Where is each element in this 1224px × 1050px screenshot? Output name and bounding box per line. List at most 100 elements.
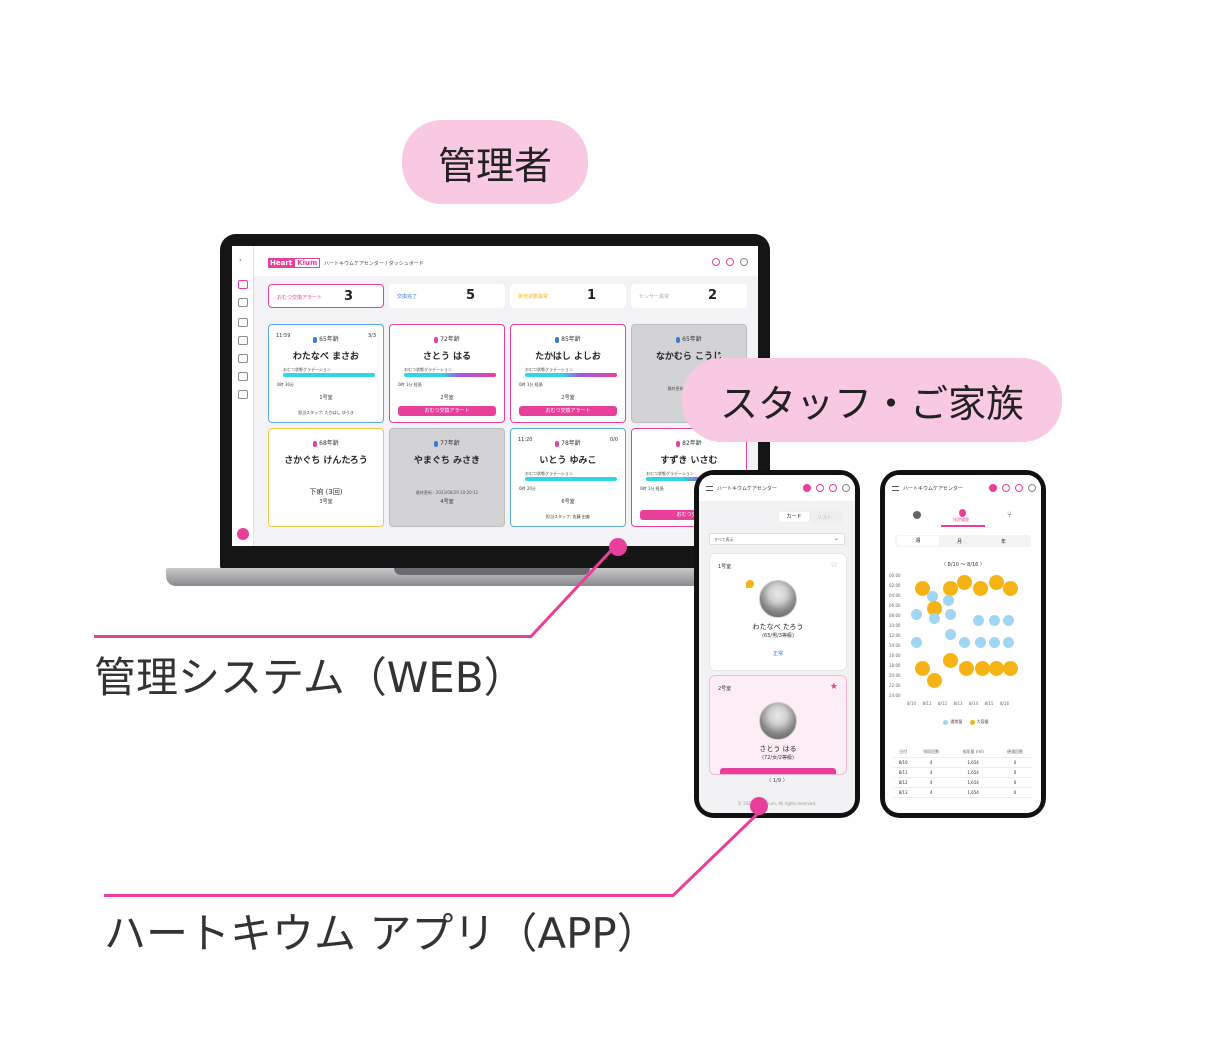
- logo-part1: Heart: [268, 258, 295, 268]
- resident-card[interactable]: 72年齢 さとう はる おむつ状態グラデーション 0時 1分 経過 2号室 おむ…: [389, 324, 505, 423]
- card-gradient-label: おむつ状態グラデーション: [525, 367, 573, 372]
- chart-bubble: [943, 653, 958, 668]
- expand-icon[interactable]: ›: [239, 256, 242, 264]
- table-cell: 0: [997, 767, 1033, 778]
- chart-bubble: [945, 609, 956, 620]
- male-icon: [555, 336, 560, 343]
- list-view-tab[interactable]: リスト: [817, 515, 833, 521]
- table-header: 排尿量 (ml): [949, 747, 998, 758]
- avatar: [759, 580, 797, 618]
- diaper-gradient-bar: [525, 373, 617, 377]
- card-gradient-label: おむつ状態グラデーション: [404, 367, 452, 372]
- table-header: 排尿回数: [913, 747, 950, 758]
- y-tick-label: 10:00: [889, 623, 901, 628]
- filter-select-value: すべて表示: [714, 537, 734, 542]
- resident-card[interactable]: 68年齢 さかぐち けんたろう 下痢 (3回) 3号室: [268, 428, 384, 527]
- alert-icon[interactable]: [726, 258, 734, 266]
- male-icon: [676, 336, 681, 343]
- resident-detail: (72/女/2等級): [762, 755, 794, 761]
- drop-icon[interactable]: [959, 509, 966, 517]
- range-month[interactable]: 月: [957, 539, 963, 545]
- tab-excretion-history[interactable]: 排泄履歴: [953, 517, 969, 522]
- callout-line-web-horizontal: [94, 635, 531, 638]
- info-icon[interactable]: [913, 511, 921, 519]
- user-icon[interactable]: [238, 298, 248, 307]
- range-year[interactable]: 年: [1001, 539, 1007, 545]
- diaper-gradient-bar: [646, 477, 738, 481]
- resident-card[interactable]: 85年齢 たかはし よしお おむつ状態グラデーション 0時 1分 経過 2号室 …: [510, 324, 626, 423]
- card-age-text: 77年齢: [440, 440, 460, 447]
- settings-icon[interactable]: [1028, 484, 1036, 492]
- alert-icon[interactable]: [1015, 484, 1023, 492]
- resident-card[interactable]: 77年齢 やまぐち みさき 最終更新 : 2023/08/29 10:20:12…: [389, 428, 505, 527]
- app-header: ハートキウムケアセンター: [885, 475, 1041, 501]
- star-icon[interactable]: ☆: [829, 560, 838, 570]
- table-cell: 8/13: [893, 787, 914, 798]
- chart-bubble: [989, 661, 1004, 676]
- notification-icon[interactable]: [712, 258, 720, 266]
- phone-card-view: ハートキウムケアセンター カード リスト すべて表示⌄ 1号室 ☆ わたなべ た…: [694, 470, 860, 818]
- range-week[interactable]: 週: [897, 536, 939, 546]
- week-navigator[interactable]: 〈 8/10 ～ 8/16 〉: [941, 562, 985, 568]
- resident-card[interactable]: 11:20 0/0 78年齢 いとう ゆみこ おむつ状態グラデーション 0時 2…: [510, 428, 626, 527]
- resident-card[interactable]: 2号室 ★ さとう はる (72/女/2等級): [709, 675, 847, 775]
- laptop-base: [166, 568, 820, 586]
- card-view-tab[interactable]: カード: [779, 512, 809, 522]
- y-tick-label: 02:00: [889, 583, 901, 588]
- hand-icon[interactable]: [238, 390, 248, 399]
- resident-name: さとう はる: [759, 745, 797, 753]
- card-name: すずき いさむ: [660, 456, 718, 466]
- card-time: 11:20: [518, 437, 533, 443]
- staff-icon[interactable]: [238, 336, 248, 345]
- settings-icon[interactable]: [842, 484, 850, 492]
- stat-label: 排泄状態異常: [518, 294, 549, 300]
- menu-icon[interactable]: [706, 486, 713, 491]
- chart-bubble: [973, 581, 988, 596]
- table-cell: 0: [997, 757, 1033, 768]
- card-age-text: 65年齢: [682, 336, 702, 343]
- diaper-alert-button[interactable]: おむつ交換アラート: [398, 406, 496, 416]
- menu-icon[interactable]: [892, 486, 899, 491]
- card-name: なかむら こうじ: [655, 352, 723, 362]
- stack-icon[interactable]: [238, 372, 248, 381]
- settings-icon[interactable]: [740, 258, 748, 266]
- bell-icon[interactable]: [816, 484, 824, 492]
- card-age-text: 68年齢: [319, 440, 339, 447]
- table-cell: 1,654: [949, 787, 998, 798]
- table-cell: 0: [997, 787, 1033, 798]
- night-icon[interactable]: [803, 484, 811, 492]
- alert-icon[interactable]: [829, 484, 837, 492]
- filter-select[interactable]: すべて表示⌄: [709, 533, 845, 545]
- diaper-alert-button[interactable]: おむつ交換: [640, 510, 738, 520]
- male-icon: [313, 336, 318, 343]
- sensor-icon[interactable]: [238, 318, 248, 327]
- facility-icon[interactable]: [238, 354, 248, 363]
- night-icon[interactable]: [989, 484, 997, 492]
- account-icon[interactable]: [237, 528, 249, 540]
- app-header-title: ハートキウムケアセンター: [903, 486, 963, 492]
- chart-bubble: [959, 637, 970, 648]
- web-dashboard-screen: › Heart Kium ハートキウムケアセンター / ダッシュボード おむつ交…: [232, 246, 758, 546]
- stat-label: おむつ交換アラート: [277, 295, 323, 301]
- resident-card[interactable]: 1号室 ☆ わたなべ たろう (65/男/3等級) 正常: [709, 553, 847, 671]
- bell-icon[interactable]: [1002, 484, 1010, 492]
- stat-label: 交換完了: [397, 294, 418, 300]
- card-elapsed: 0時 1分 経過: [519, 382, 543, 387]
- warning-icon: [746, 580, 754, 588]
- chart-bubble: [911, 609, 922, 620]
- pagination[interactable]: 〈 1/9 〉: [766, 778, 788, 784]
- dashboard-icon[interactable]: [238, 280, 248, 289]
- meal-icon[interactable]: ⑂: [1007, 510, 1012, 519]
- card-age: 82年齢: [632, 438, 746, 447]
- diaper-alert-button[interactable]: おむつ交換アラート: [519, 406, 617, 416]
- resident-card[interactable]: 11:59 3/3 65年齢 わたなべ まさお おむつ状態グラデーション 0時 …: [268, 324, 384, 423]
- x-tick-label: 8/11: [922, 701, 932, 706]
- table-header: 便通回数: [997, 747, 1033, 758]
- logo-part2: Kium: [294, 258, 321, 268]
- legend-normal-swatch: [943, 719, 949, 725]
- star-icon[interactable]: ★: [829, 682, 838, 692]
